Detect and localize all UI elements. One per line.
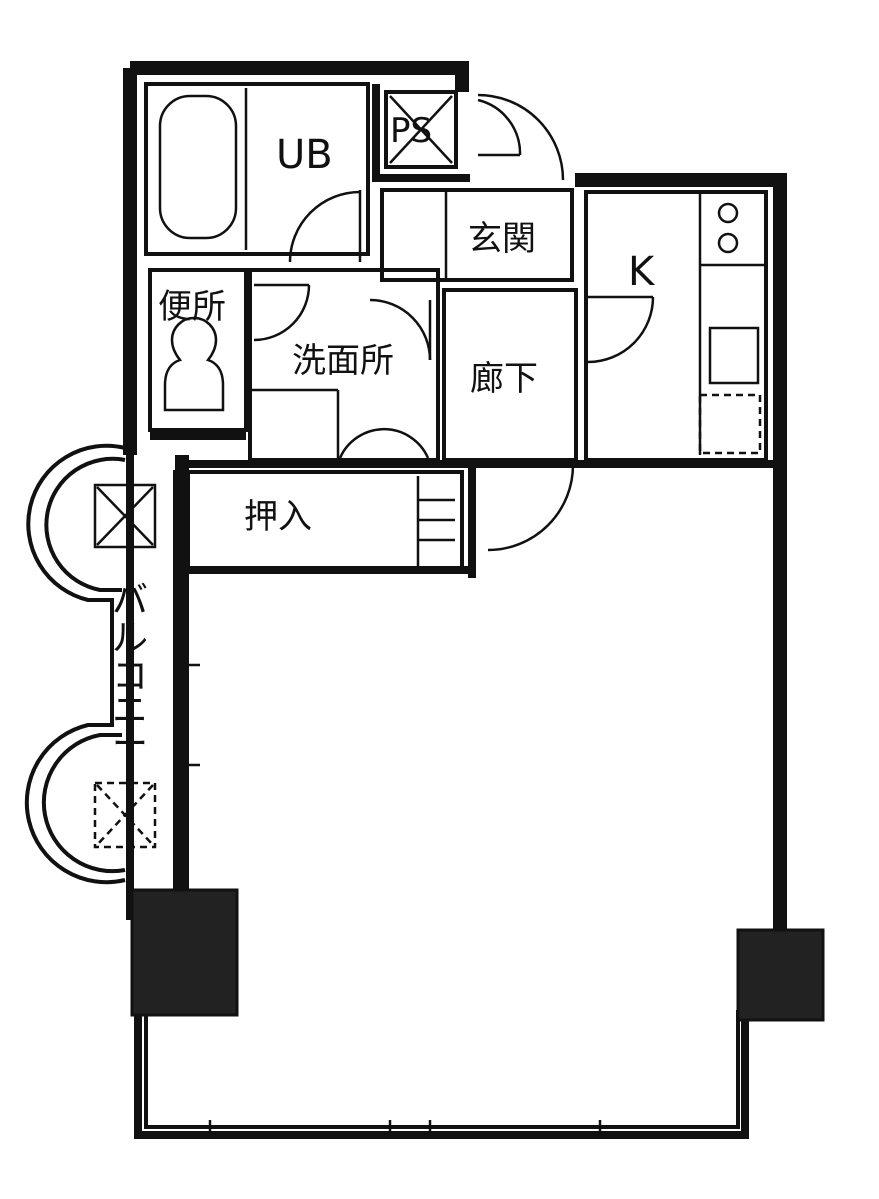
column-left [130,888,239,1017]
kitchen [584,190,768,462]
column-right [736,928,825,1022]
label-balcony-5: ー [112,724,148,765]
pipe-space [384,90,565,181]
entrance [372,84,574,282]
label-pipe-space: PS [390,111,432,151]
label-balcony-4: ニ [112,690,148,731]
unit-bath [144,82,370,263]
label-balcony-3: コ [112,656,148,697]
label-unit-bath: UB [276,132,333,178]
label-balcony-2: ル [112,618,148,659]
label-hallway: 廊下 [470,359,538,399]
closet [186,464,575,578]
label-balcony-1: バ [112,580,148,621]
balcony [24,443,177,890]
toilet [148,268,311,440]
label-entrance: 玄関 [468,219,536,259]
hallway [182,288,786,468]
label-kitchen: K [628,249,656,295]
label-washroom: 洗面所 [292,341,394,381]
label-closet: 押入 [244,497,312,537]
label-toilet: 便所 [158,287,226,327]
window-marks [182,663,602,1138]
outer-walls [123,61,787,1139]
